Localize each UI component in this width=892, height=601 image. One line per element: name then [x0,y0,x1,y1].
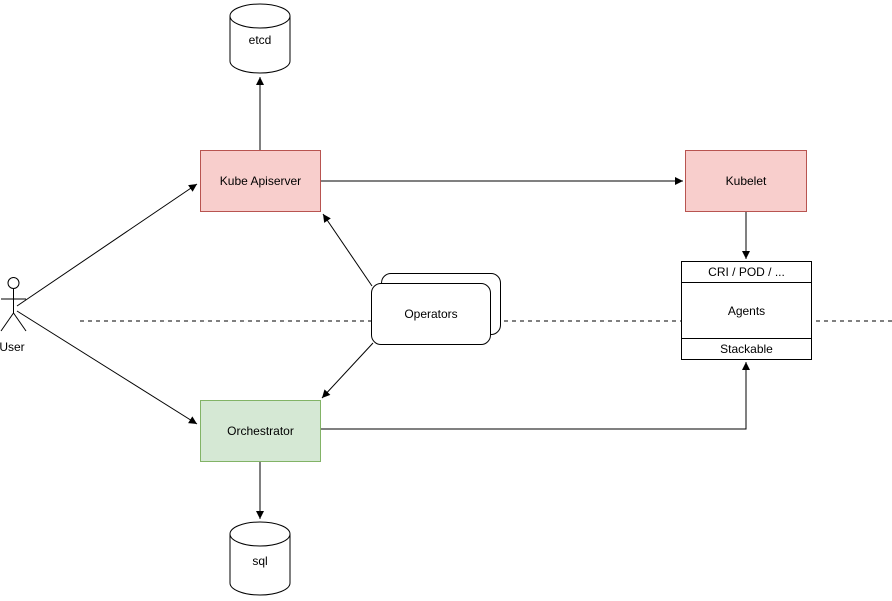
orchestrator-node[interactable]: Orchestrator [200,400,321,462]
operators-node[interactable]: Operators [371,283,491,345]
cri-pod-label: CRI / POD / ... [708,265,785,279]
user-label: User [0,340,25,354]
stackable-section[interactable]: Stackable [682,338,811,359]
kubelet-node[interactable]: Kubelet [685,150,807,212]
operators-label: Operators [404,307,458,321]
agents-label: Agents [727,303,766,318]
kubelet-label: Kubelet [725,174,767,188]
edge-user-to-orchestrator[interactable] [16,310,198,425]
agents-stack-node[interactable]: CRI / POD / ... Agents Stackable [681,261,812,360]
sql-cylinder[interactable] [229,521,291,596]
edge-operators-to-kube-apiserver[interactable] [322,213,373,287]
edge-orchestrator-to-stackable[interactable] [321,362,750,430]
stackable-label: Stackable [720,342,773,356]
orchestrator-label: Orchestrator [227,424,294,438]
agents-section[interactable]: Agents [682,283,811,338]
cri-pod-section[interactable]: CRI / POD / ... [682,262,811,283]
kube-apiserver-label: Kube Apiserver [219,174,302,188]
etcd-label: etcd [248,33,272,47]
etcd-cylinder[interactable] [229,3,291,74]
user-actor[interactable] [0,277,27,332]
sql-label: sql [252,554,268,568]
edge-user-to-kube-apiserver[interactable] [16,183,198,307]
edge-operators-to-orchestrator[interactable] [321,342,374,399]
kube-apiserver-node[interactable]: Kube Apiserver [200,150,321,212]
